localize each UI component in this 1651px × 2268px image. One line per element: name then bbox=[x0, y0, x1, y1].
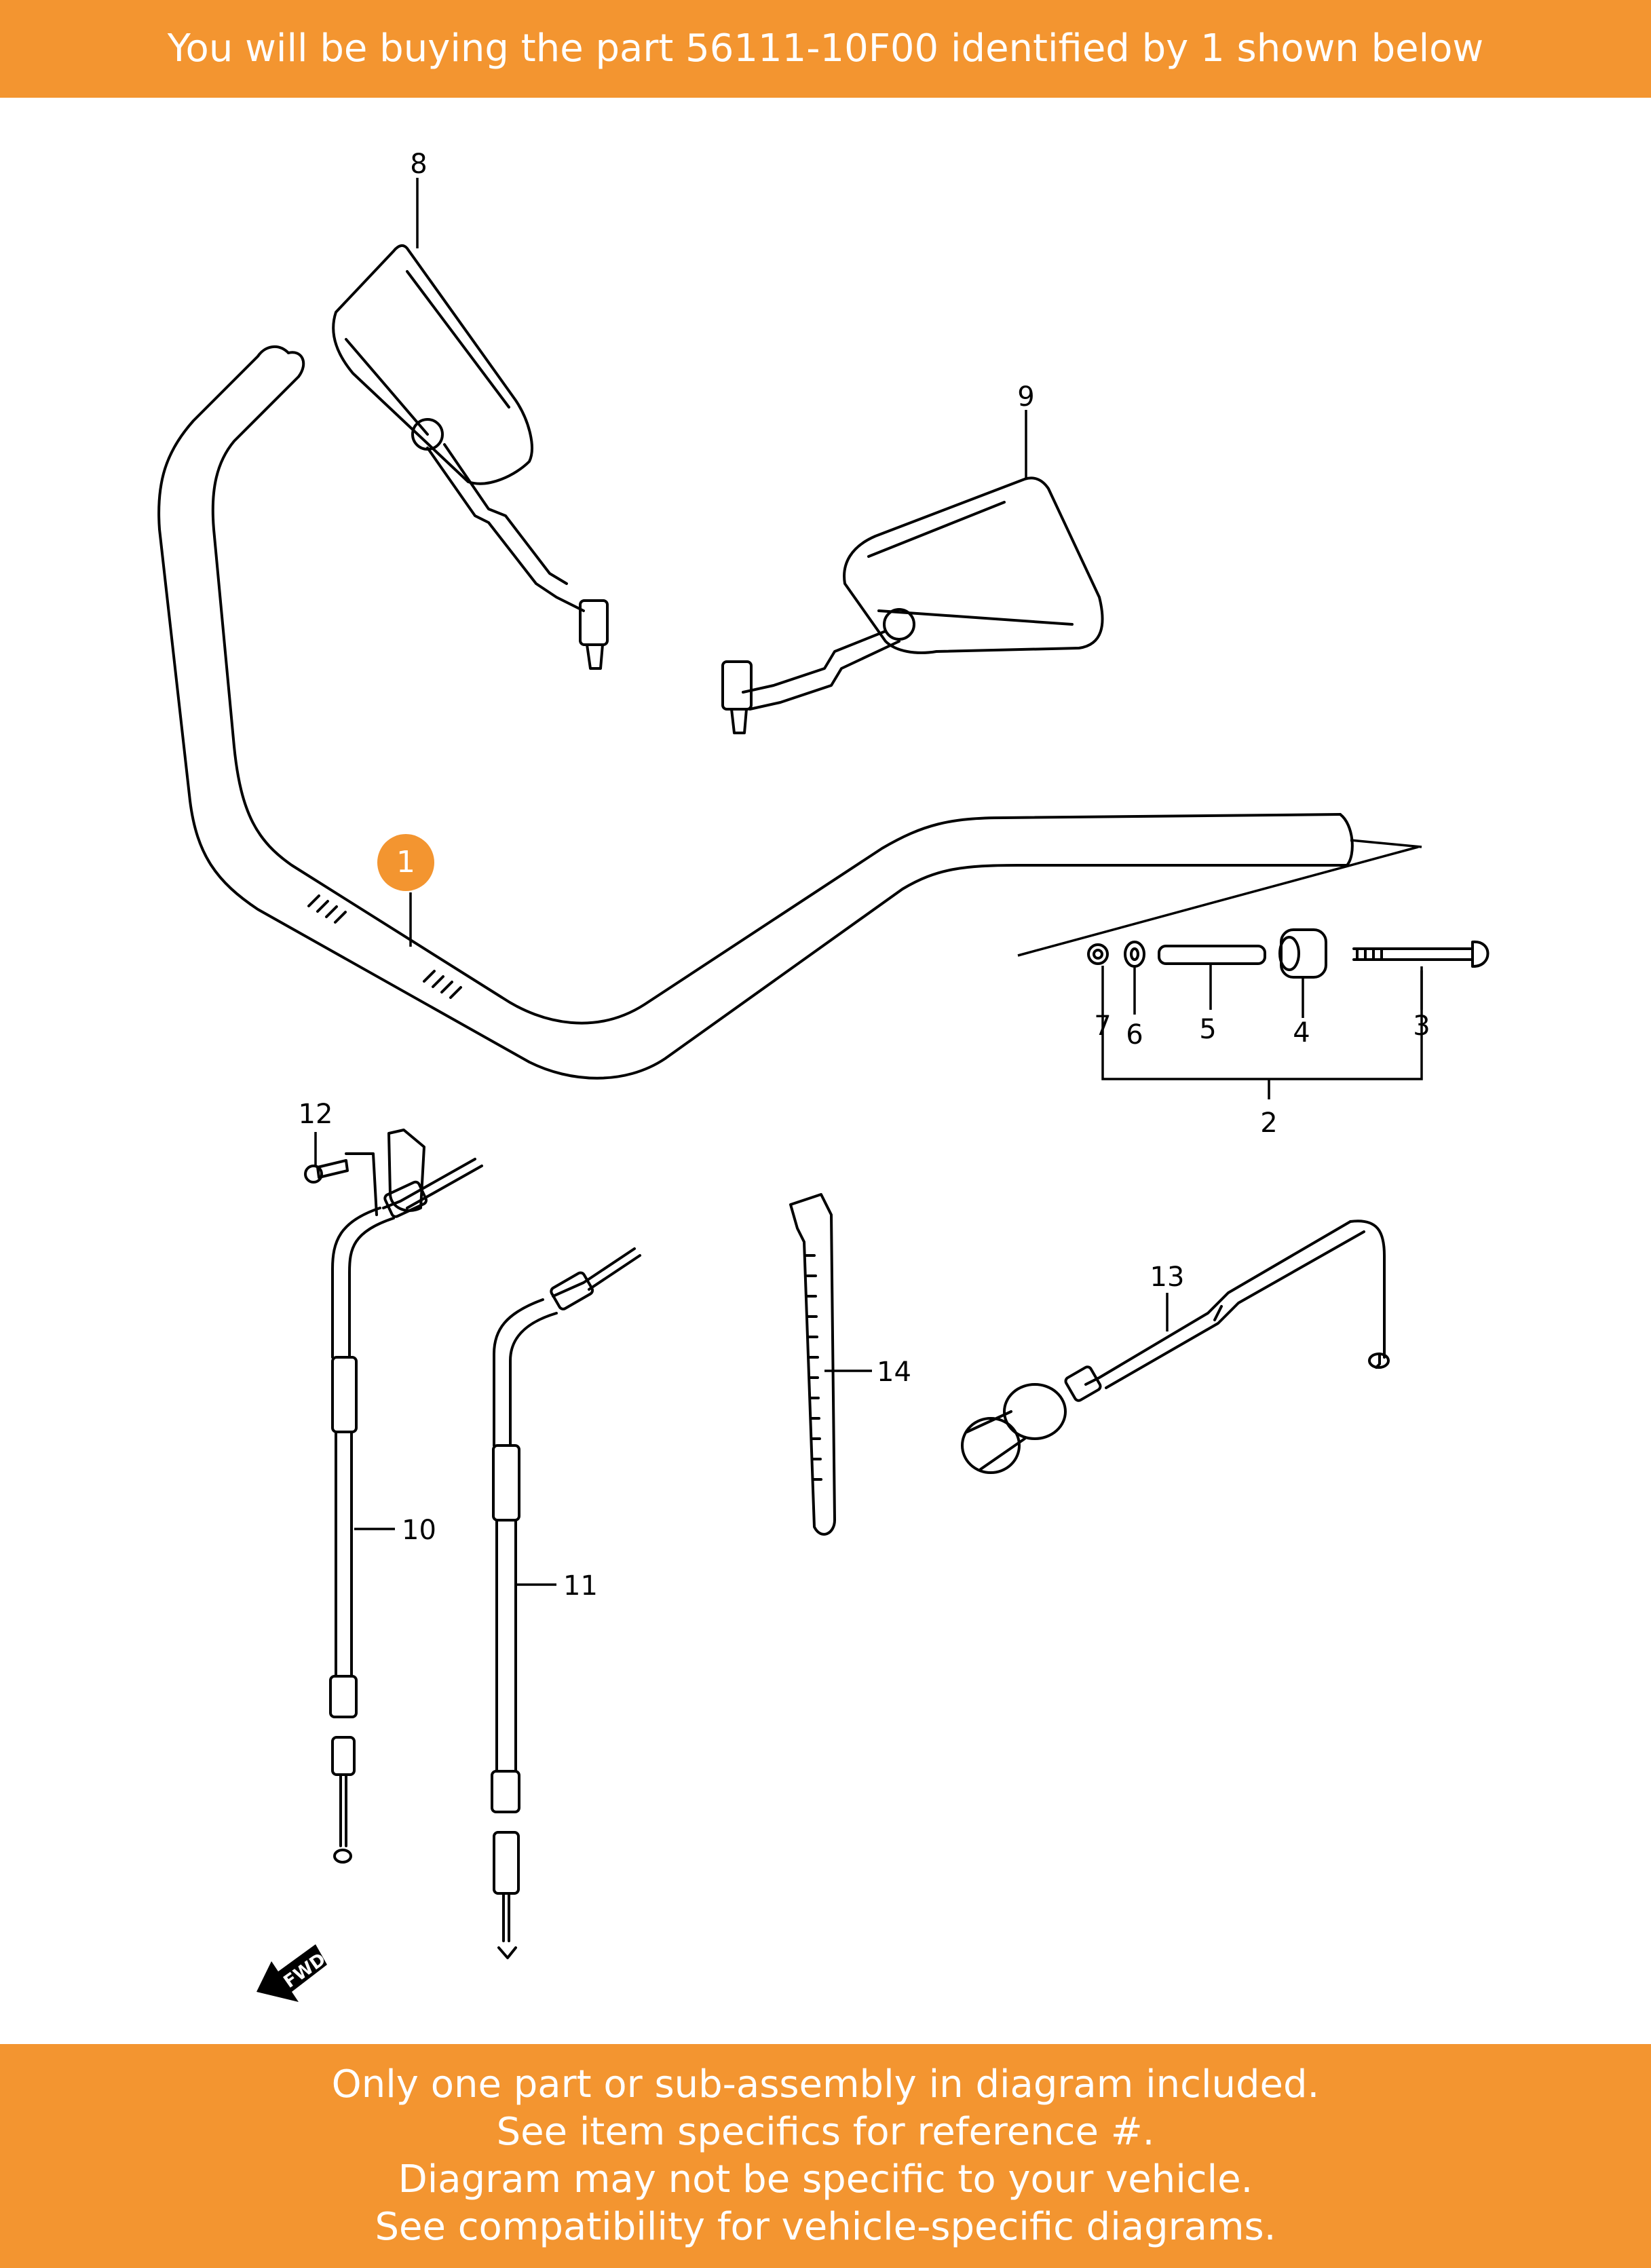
callout-1[interactable]: 1 bbox=[377, 834, 434, 891]
knurling-right bbox=[423, 970, 462, 999]
callout-5: 5 bbox=[1199, 1014, 1216, 1045]
footer-line-3: Diagram may not be specific to your vehi… bbox=[398, 2157, 1253, 2201]
washer-6 bbox=[1124, 941, 1145, 968]
callout-10: 10 bbox=[402, 1515, 436, 1546]
callout-labels: 1 2 3 4 5 6 7 8 9 10 11 12 13 14 bbox=[299, 149, 1430, 1602]
callout-14: 14 bbox=[877, 1357, 911, 1388]
collar-5 bbox=[1158, 945, 1266, 965]
highlight-marker bbox=[377, 834, 434, 891]
bracket-screw[interactable] bbox=[304, 1129, 425, 1216]
callout-8: 8 bbox=[410, 149, 427, 180]
bottom-banner: Only one part or sub-assembly in diagram… bbox=[0, 2044, 1651, 2268]
choke-cable[interactable] bbox=[961, 1220, 1390, 1474]
mirror-right[interactable] bbox=[721, 476, 1104, 734]
callout-13: 13 bbox=[1150, 1262, 1185, 1293]
balancer-assembly[interactable] bbox=[1017, 839, 1489, 979]
callout-12: 12 bbox=[299, 1099, 333, 1130]
callout-2: 2 bbox=[1260, 1108, 1277, 1139]
knurling-left bbox=[307, 894, 347, 924]
footer-line-2: See item specifics for reference #. bbox=[496, 2110, 1155, 2154]
parts-diagram: FWD 1 2 3 4 5 6 7 8 9 10 11 12 13 1 bbox=[157, 149, 1489, 2002]
callout-3: 3 bbox=[1413, 1010, 1430, 1042]
bolt-3 bbox=[1352, 940, 1489, 968]
top-banner: You will be buying the part 56111-10F00 … bbox=[0, 0, 1651, 98]
footer-line-4: See compatibility for vehicle-specific d… bbox=[375, 2205, 1276, 2249]
callout-9: 9 bbox=[1017, 381, 1034, 413]
callout-6: 6 bbox=[1126, 1019, 1143, 1051]
handlebar[interactable] bbox=[157, 345, 1354, 1080]
mirror-left[interactable] bbox=[332, 244, 609, 670]
clutch-cable[interactable] bbox=[329, 1158, 483, 1864]
weight-4 bbox=[1278, 928, 1327, 979]
callout-7: 7 bbox=[1094, 1010, 1111, 1042]
callout-1-label: 1 bbox=[396, 845, 415, 880]
header-text: You will be buying the part 56111-10F00 … bbox=[167, 26, 1484, 71]
cable-strap[interactable] bbox=[789, 1193, 836, 1536]
footer-line-1: Only one part or sub-assembly in diagram… bbox=[331, 2062, 1320, 2106]
callout-4: 4 bbox=[1293, 1017, 1310, 1048]
throttle-cable[interactable] bbox=[491, 1247, 641, 1959]
callout-11: 11 bbox=[563, 1570, 598, 1602]
leader-lines bbox=[314, 178, 1423, 1586]
nut-7 bbox=[1087, 943, 1109, 965]
fwd-arrow: FWD bbox=[257, 1944, 330, 2002]
